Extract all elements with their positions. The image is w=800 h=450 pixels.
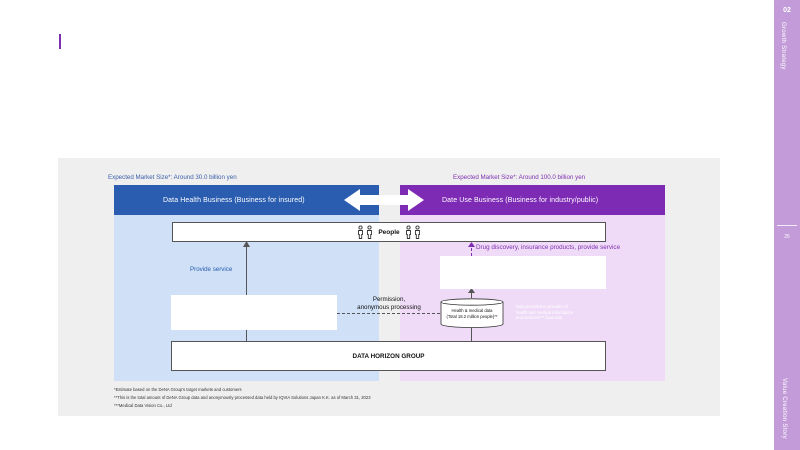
market-size-left: Expected Market Size*: Around 30.0 billi… bbox=[108, 174, 237, 181]
note-line: Data provided to provider of bbox=[516, 304, 568, 309]
chapter-label: Value Creation Story bbox=[781, 378, 787, 439]
connector-line bbox=[246, 242, 247, 341]
section-number: 02 bbox=[783, 7, 791, 14]
footnote: *Estimate based on the DeNA Group's targ… bbox=[114, 387, 242, 392]
permission-label: Permission, anonymous processing bbox=[344, 296, 434, 312]
permission-line: anonymous processing bbox=[357, 304, 421, 311]
data-horizon-group-box: DATA HORIZON GROUP bbox=[171, 341, 606, 371]
rail-divider bbox=[777, 225, 797, 226]
dashed-connector bbox=[337, 313, 440, 314]
people-label: People bbox=[378, 228, 400, 236]
data-health-header: Data Health Business (Business for insur… bbox=[114, 185, 379, 215]
database-line: Health & medical data bbox=[451, 308, 493, 313]
data-provision-note: Data provided to provider of health and … bbox=[516, 304, 596, 321]
people-icon bbox=[405, 225, 420, 239]
database-icon bbox=[440, 298, 504, 328]
database-line: (Total 18.2 million people)** bbox=[446, 313, 498, 319]
accent-bar bbox=[59, 34, 61, 49]
left-content-box bbox=[171, 295, 337, 330]
connector-line bbox=[471, 328, 472, 341]
section-title: Growth Strategy bbox=[780, 22, 786, 70]
connector-line bbox=[471, 289, 472, 298]
provide-service-label: Provide service bbox=[190, 266, 233, 273]
drug-discovery-label: Drug discovery, insurance products, prov… bbox=[476, 244, 621, 251]
dashed-connector bbox=[471, 243, 472, 256]
data-use-header: Date Use Business (Business for industry… bbox=[400, 185, 665, 215]
permission-line: Permission, bbox=[372, 296, 406, 303]
double-arrow-icon bbox=[344, 189, 424, 211]
note-line: and services*** business bbox=[516, 315, 563, 320]
arrow-up-icon bbox=[468, 242, 475, 247]
footnote: ***Medical Data Vision Co., Ltd bbox=[114, 403, 172, 408]
people-box: People bbox=[172, 222, 606, 242]
market-size-right: Expected Market Size*: Around 100.0 bill… bbox=[453, 174, 586, 181]
database-label: Health & medical data (Total 18.2 millio… bbox=[440, 308, 504, 319]
page-number: 25 bbox=[784, 234, 790, 240]
footnote: **This is the total amount of DeNA Group… bbox=[114, 395, 371, 400]
arrow-up-icon bbox=[468, 288, 475, 293]
note-line: health and medical information bbox=[516, 309, 574, 315]
arrow-up-icon bbox=[243, 241, 250, 247]
right-content-box bbox=[440, 256, 606, 289]
side-rail: 02 Growth Strategy 25 Value Creation Sto… bbox=[774, 0, 800, 450]
people-icon bbox=[358, 225, 373, 239]
